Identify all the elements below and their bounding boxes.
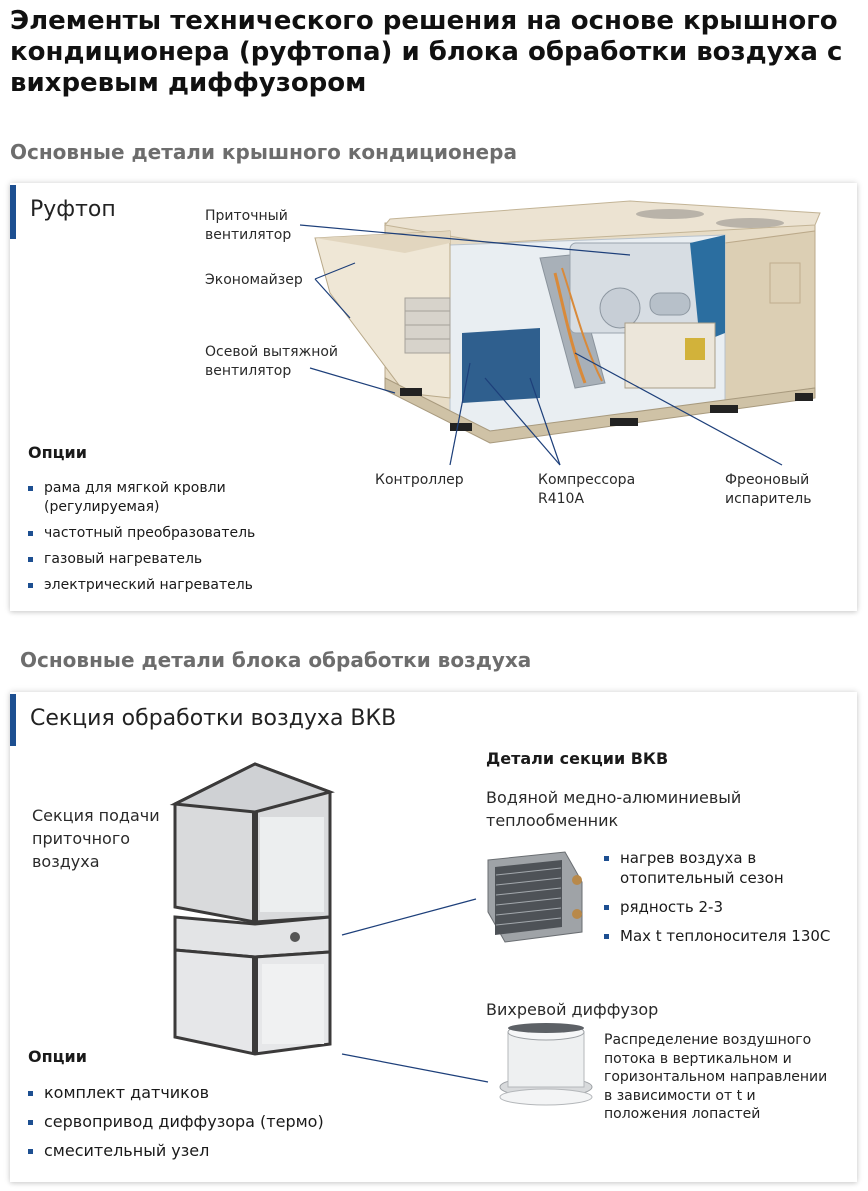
callout-supply-fan: Приточный вентилятор xyxy=(205,208,292,243)
supply-section-label: Секция подачи приточного воздуха xyxy=(32,806,160,871)
page-title: Элементы технического решения на основе … xyxy=(10,6,843,98)
heat-exchanger-title: Водяной медно-алюминиевый теплообменник xyxy=(486,788,742,830)
rooftop-section-heading: Основные детали крышного кондиционера xyxy=(10,140,517,164)
list-item: газовый нагреватель xyxy=(28,550,328,569)
diffuser-title: Вихревой диффузор xyxy=(486,1000,659,1019)
list-item: электрический нагреватель xyxy=(28,576,328,595)
list-item: рядность 2-3 xyxy=(604,897,839,917)
rooftop-card-title: Руфтоп xyxy=(30,197,116,222)
ahu-card-title: Секция обработки воздуха ВКВ xyxy=(30,706,397,731)
callout-exhaust-fan: Осевой вытяжной вентилятор xyxy=(205,344,339,379)
heat-exchanger-features: нагрев воздуха в отопительный сезон рядн… xyxy=(604,848,839,955)
list-item: рама для мягкой кровли (регулируемая) xyxy=(28,479,274,517)
card-accent-bar xyxy=(10,185,16,239)
callout-economizer: Экономайзер xyxy=(205,272,303,288)
ahu-unit-illustration xyxy=(169,762,593,1106)
ahu-options-title: Опции xyxy=(28,1047,87,1066)
callout-controller: Контроллер xyxy=(375,472,464,488)
list-item: частотный преобразователь xyxy=(28,524,328,543)
list-item: нагрев воздуха в отопительный сезон xyxy=(604,848,805,888)
list-item: комплект датчиков xyxy=(28,1082,368,1104)
callout-lines xyxy=(341,898,489,1083)
ahu-details-title: Детали секции ВКВ xyxy=(486,749,669,768)
heat-exchanger-image xyxy=(487,851,583,943)
callout-evaporator: Фреоновый испаритель xyxy=(725,472,812,507)
ahu-section-heading: Основные детали блока обработки воздуха xyxy=(20,648,532,672)
rooftop-unit-illustration xyxy=(299,200,821,466)
ahu-card: Секция обработки воздуха ВКВ xyxy=(10,692,857,1182)
callout-lines xyxy=(299,224,783,466)
rooftop-options-title: Опции xyxy=(28,443,87,462)
ahu-options-list: комплект датчиков сервопривод диффузора … xyxy=(28,1082,368,1169)
callout-compressors: Компрессора R410A xyxy=(538,472,636,507)
diffuser-description: Распределение воздушного потока в вертик… xyxy=(604,1032,828,1122)
rooftop-options-list: рама для мягкой кровли (регулируемая) ча… xyxy=(28,479,328,602)
rooftop-card: Руфтоп xyxy=(10,183,857,611)
list-item: Max t теплоносителя 130С xyxy=(604,926,839,946)
list-item: сервопривод диффузора (термо) xyxy=(28,1111,368,1133)
card-accent-bar xyxy=(10,694,16,746)
swirl-diffuser-image xyxy=(499,1023,593,1106)
list-item: смесительный узел xyxy=(28,1140,368,1162)
